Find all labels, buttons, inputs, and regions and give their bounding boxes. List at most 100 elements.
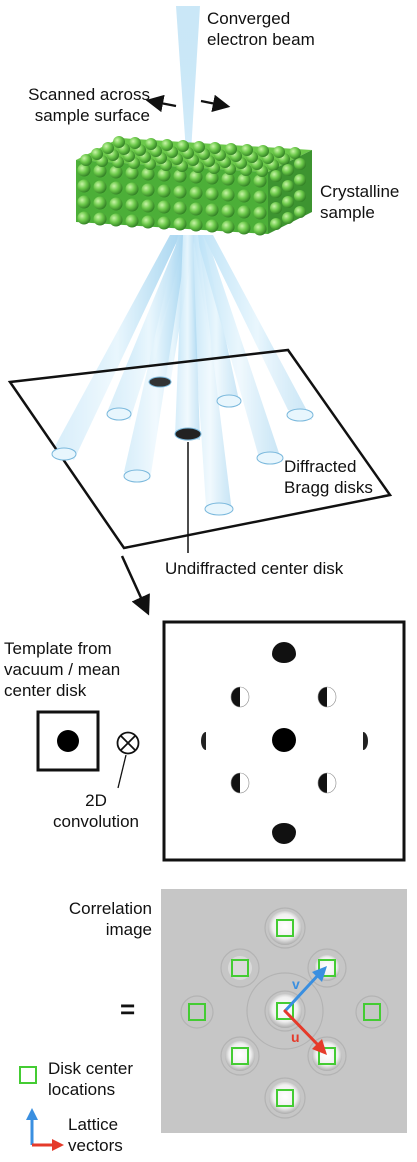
atom-sphere — [161, 139, 173, 151]
atom-sphere — [93, 180, 107, 194]
atom-sphere — [237, 205, 251, 219]
atom-sphere — [157, 200, 171, 214]
atom-sphere — [141, 199, 155, 213]
atom-sphere — [205, 219, 219, 233]
atom-sphere — [270, 218, 282, 230]
atom-sphere — [270, 186, 282, 198]
atom-sphere — [294, 158, 306, 170]
atom-sphere — [237, 221, 251, 235]
atom-sphere — [189, 202, 203, 216]
atom-sphere — [241, 144, 253, 156]
lattice-vectors-label: Lattice vectors — [68, 1115, 123, 1155]
atom-sphere — [109, 213, 123, 227]
disk-centers-label: Disk center locations — [48, 1059, 134, 1099]
atom-sphere — [125, 214, 139, 228]
atom-sphere — [253, 174, 267, 188]
circled-times-icon — [116, 731, 140, 755]
atom-sphere — [113, 136, 125, 148]
bragg-disks — [51, 376, 314, 516]
atom-sphere — [125, 182, 139, 196]
atom-sphere — [77, 179, 91, 193]
electron-beam — [176, 6, 200, 152]
atom-sphere — [189, 170, 203, 184]
atom-sphere — [189, 218, 203, 232]
legend-vectors-icon — [26, 1108, 64, 1151]
atom-sphere — [294, 190, 306, 202]
double-arrow-icon — [145, 94, 231, 113]
lattice-vectors — [283, 966, 327, 1055]
bragg-label: Diffracted Bragg disks — [284, 457, 373, 497]
diffraction-disks — [201, 642, 368, 844]
atom-sphere — [237, 189, 251, 203]
detector-screen — [7, 348, 393, 550]
atom-sphere — [221, 220, 235, 234]
atom-sphere — [157, 216, 171, 230]
atom-sphere — [173, 201, 187, 215]
template-label: Template from vacuum / mean center disk — [4, 639, 121, 700]
atom-sphere — [173, 169, 187, 183]
vector-u-label: u — [291, 1029, 300, 1045]
convolution-label: 2D convolution — [52, 791, 139, 831]
atom-sphere — [141, 183, 155, 197]
atom-sphere — [77, 195, 91, 209]
atom-sphere — [173, 185, 187, 199]
atom-sphere — [141, 167, 155, 181]
atom-sphere — [221, 204, 235, 218]
atom-sphere — [253, 206, 267, 220]
atom-sphere — [173, 217, 187, 231]
atom-sphere — [125, 198, 139, 212]
atom-sphere — [257, 145, 269, 157]
diffracted-rods — [54, 235, 312, 512]
atom-sphere — [109, 181, 123, 195]
atom-sphere — [270, 202, 282, 214]
atom-sphere — [225, 143, 237, 155]
atom-sphere — [93, 212, 107, 226]
beam-label: Converged electron beam — [207, 9, 315, 49]
atom-sphere — [77, 163, 91, 177]
sample-label: Crystalline sample — [320, 182, 400, 222]
atom-sphere — [80, 154, 92, 166]
atom-sphere — [294, 206, 306, 218]
scan-label: Scanned across sample surface — [28, 85, 150, 125]
atom-sphere — [91, 148, 103, 160]
atom-sphere — [294, 174, 306, 186]
atom-sphere — [273, 146, 285, 158]
atom-sphere — [253, 190, 267, 204]
atom-sphere — [282, 212, 294, 224]
vector-v-label: v — [292, 976, 300, 992]
atom-sphere — [157, 184, 171, 198]
atom-sphere — [282, 196, 294, 208]
atom-sphere — [205, 203, 219, 217]
atom-sphere — [289, 147, 301, 159]
atom-sphere — [193, 141, 205, 153]
atom-sphere — [93, 196, 107, 210]
template-disk — [57, 730, 79, 752]
atom-sphere — [237, 173, 251, 187]
atom-sphere — [141, 215, 155, 229]
panel-pointer-arrow — [120, 555, 150, 616]
atom-sphere — [282, 180, 294, 192]
atom-sphere — [125, 166, 139, 180]
equals-sign: = — [120, 994, 136, 1024]
atom-sphere — [209, 142, 221, 154]
atom-sphere — [77, 211, 91, 225]
atom-sphere — [129, 137, 141, 149]
disk-center-markers — [188, 919, 381, 1107]
atom-sphere — [157, 168, 171, 182]
atom-sphere — [93, 164, 107, 178]
atom-sphere — [205, 187, 219, 201]
crystalline-sample — [76, 136, 312, 236]
atom-sphere — [109, 165, 123, 179]
atom-sphere — [221, 188, 235, 202]
center-disk-label: Undiffracted center disk — [165, 559, 344, 578]
atom-sphere — [205, 171, 219, 185]
correlation-label: Correlation image — [68, 899, 152, 939]
atom-sphere — [221, 172, 235, 186]
convolution-pointer — [117, 754, 127, 789]
atom-sphere — [253, 222, 267, 236]
atom-sphere — [102, 142, 114, 154]
atom-sphere — [145, 138, 157, 150]
atom-sphere — [177, 140, 189, 152]
